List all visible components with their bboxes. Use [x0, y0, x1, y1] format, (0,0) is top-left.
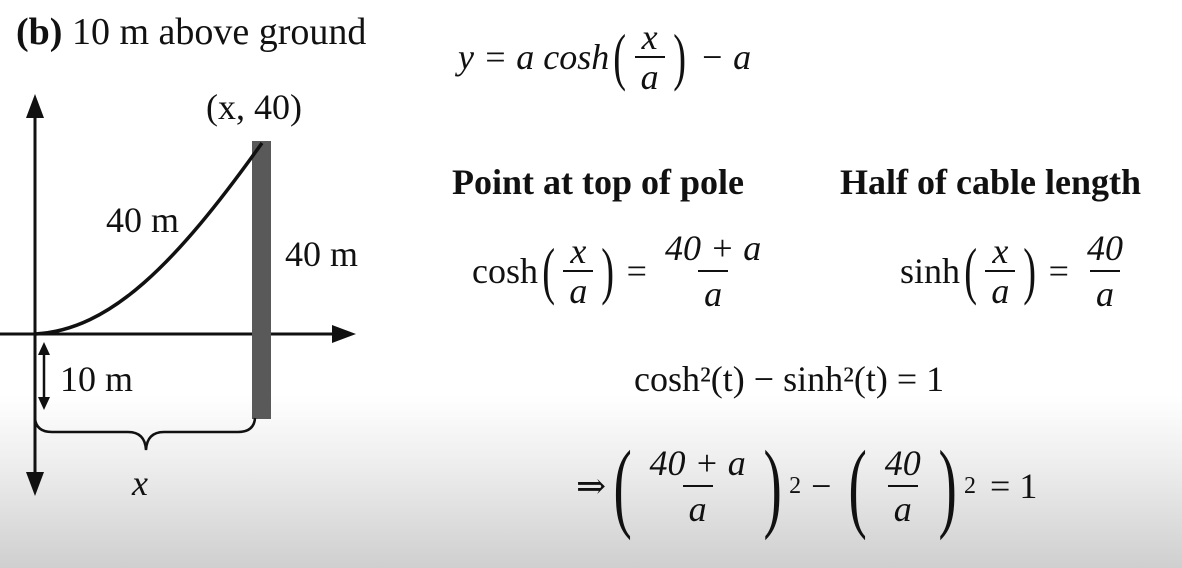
main-lhs: y = a cosh: [458, 37, 610, 77]
pole-height-label: 40 m: [285, 234, 359, 274]
cable-diagram: [0, 94, 356, 496]
paren-close: ): [672, 21, 686, 92]
final-rhs: = 1: [990, 466, 1038, 506]
sinh-equals: =: [1048, 251, 1069, 291]
final-fraction-2: 40 a: [879, 443, 927, 529]
height-arrow-down: [38, 397, 50, 410]
catenary-equation: y = a cosh ( x a ) − a: [458, 17, 752, 95]
height-arrow-up: [38, 342, 50, 355]
implies-arrow: ⇒: [576, 466, 607, 506]
f2-den: a: [887, 485, 918, 529]
height-label: 10 m: [60, 359, 134, 399]
sinh-arg-num: x: [992, 231, 1009, 271]
paren-open: (: [613, 21, 627, 92]
sinh-paren-open: (: [964, 235, 978, 306]
sinh-rhs-den: a: [1089, 270, 1120, 314]
x-axis-arrow: [332, 325, 356, 343]
section-title: (b) 10 m above ground: [16, 10, 366, 54]
main-fraction: x a: [634, 17, 665, 95]
point-label: (x, 40): [206, 87, 302, 127]
heading-top-of-pole: Point at top of pole: [452, 162, 744, 202]
cosh-rhs-den: a: [698, 270, 729, 314]
cosh-equation: cosh ( x a ) = 40 + a a: [472, 228, 771, 314]
final-minus: −: [811, 466, 832, 506]
cable-length-label: 40 m: [106, 200, 180, 240]
heading-half-cable: Half of cable length: [840, 162, 1141, 202]
y-axis-arrow-down: [26, 472, 44, 496]
cosh-fn: cosh: [472, 251, 538, 291]
hyperbolic-identity: cosh²(t) − sinh²(t) = 1: [634, 359, 945, 399]
x-brace: [33, 417, 257, 451]
main-tail: − a: [699, 37, 752, 77]
cable-curve: [34, 141, 264, 336]
f2-paren-close: ): [938, 430, 957, 541]
pole: [252, 141, 271, 419]
y-axis-arrow-up: [26, 94, 44, 118]
cosh-rhs-num: 40 + a: [664, 228, 762, 268]
f1-den: a: [682, 485, 713, 529]
main-num: x: [641, 17, 658, 57]
final-equation: ⇒ ( 40 + a a ) 2 − ( 40 a ) 2 = 1: [576, 430, 1038, 541]
cosh-paren-close: ): [601, 235, 615, 306]
f1-paren-open: (: [613, 430, 632, 541]
f1-paren-close: ): [763, 430, 782, 541]
cosh-rhs: 40 + a a: [659, 228, 767, 314]
cosh-paren-open: (: [542, 235, 556, 306]
f2-paren-open: (: [848, 430, 868, 541]
title-text: 10 m above ground: [71, 11, 367, 53]
sinh-paren-close: ): [1023, 235, 1037, 306]
cosh-arg-den: a: [563, 270, 594, 309]
f1-num: 40 + a: [649, 443, 746, 483]
x-label: x: [132, 463, 148, 503]
cosh-arg: x a: [563, 231, 594, 309]
sinh-arg-den: a: [985, 270, 1016, 309]
cosh-arg-num: x: [570, 231, 587, 271]
part-label: (b): [16, 11, 63, 53]
sinh-rhs-num: 40: [1086, 228, 1123, 268]
f2-num: 40: [884, 443, 921, 483]
cosh-equals: =: [626, 251, 647, 291]
final-fraction-1: 40 + a a: [643, 443, 751, 529]
sinh-equation: sinh ( x a ) = 40 a: [900, 228, 1133, 314]
sinh-fn: sinh: [900, 251, 961, 291]
sinh-rhs: 40 a: [1081, 228, 1129, 314]
main-den: a: [634, 56, 665, 95]
sinh-arg: x a: [985, 231, 1016, 309]
